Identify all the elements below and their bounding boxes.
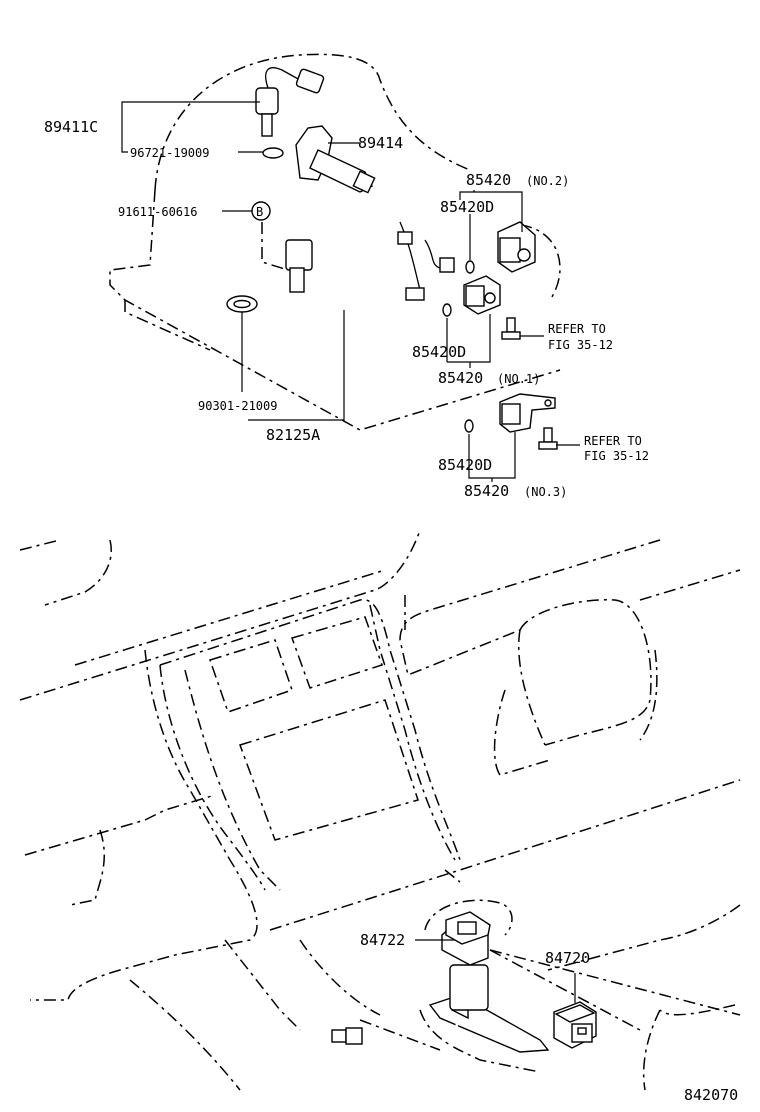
vsv-85420-no2 bbox=[497, 221, 536, 273]
grommet-90301 bbox=[226, 295, 258, 313]
label-85420d-c: 85420D bbox=[438, 456, 492, 474]
marker-b: B bbox=[251, 201, 271, 221]
label-84720: 84720 bbox=[545, 949, 590, 967]
label-85420d-a: 85420D bbox=[440, 198, 494, 216]
switch-84720 bbox=[553, 973, 597, 1049]
engine-outline bbox=[109, 53, 561, 431]
label-no1: (NO.1) bbox=[497, 372, 540, 386]
filter-85420d-b bbox=[442, 303, 452, 317]
label-85420d-b: 85420D bbox=[412, 343, 466, 361]
label-91611-60616: 91611-60616 bbox=[118, 205, 197, 219]
console-outline bbox=[19, 529, 741, 1091]
figure-id: 842070 bbox=[684, 1086, 738, 1104]
label-refer-2-line1: REFER TO bbox=[584, 434, 642, 448]
label-refer-1-line2: FIG 35-12 bbox=[548, 338, 613, 352]
vsv-85420-no1 bbox=[463, 275, 501, 315]
label-85420-no1: 85420 bbox=[438, 369, 483, 387]
shift-connector bbox=[331, 1014, 459, 1066]
label-89411c: 89411C bbox=[44, 118, 98, 136]
label-85420-no3: 85420 bbox=[464, 482, 509, 500]
filter-85420d-a bbox=[465, 260, 475, 274]
label-no2: (NO.2) bbox=[526, 174, 569, 188]
o-ring-96721 bbox=[262, 147, 284, 159]
leader-lines bbox=[121, 101, 580, 482]
label-refer-1-line1: REFER TO bbox=[548, 322, 606, 336]
filter-85420d-c bbox=[464, 419, 474, 433]
sensor-89411c bbox=[255, 67, 325, 137]
label-89414: 89414 bbox=[358, 134, 403, 152]
label-refer-2-line2: FIG 35-12 bbox=[584, 449, 649, 463]
label-96721-19009: 96721-19009 bbox=[130, 146, 209, 160]
bolt-1 bbox=[501, 317, 521, 340]
bolt-2 bbox=[538, 427, 558, 450]
wire-harness-82125a bbox=[261, 201, 455, 314]
label-90301-21009: 90301-21009 bbox=[198, 399, 277, 413]
label-no3: (NO.3) bbox=[524, 485, 567, 499]
label-82125a: 82125A bbox=[266, 426, 320, 444]
sensor-89414 bbox=[295, 125, 376, 194]
marker-b-label: B bbox=[256, 205, 263, 219]
shift-knob-84722 bbox=[428, 911, 550, 1053]
label-84722: 84722 bbox=[360, 931, 405, 949]
vsv-85420-no3 bbox=[499, 393, 556, 433]
label-85420-no2: 85420 bbox=[466, 171, 511, 189]
